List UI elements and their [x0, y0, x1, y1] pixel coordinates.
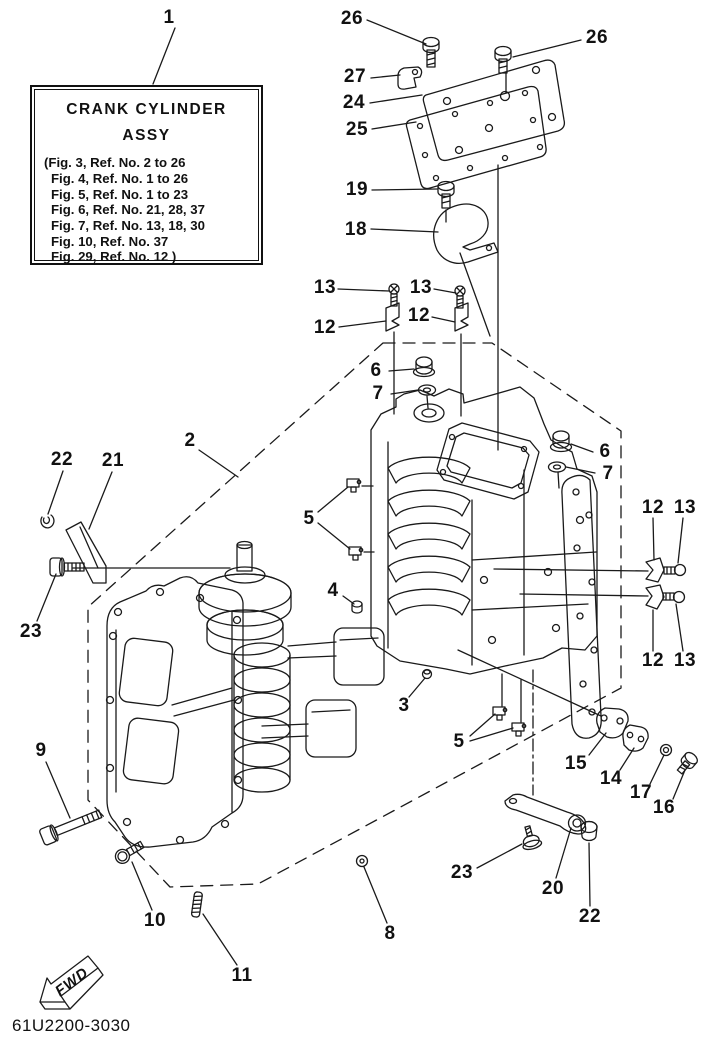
attachment-lines — [72, 567, 649, 717]
part-callout: 22 — [578, 906, 602, 927]
part-callout: 22 — [50, 449, 74, 470]
part-callout: 15 — [564, 753, 588, 774]
drawing-code: 61U2200-3030 — [12, 1016, 131, 1035]
assembly-title-line2: ASSY — [122, 126, 171, 144]
part-callout: 13 — [673, 650, 697, 671]
part-callout: 20 — [541, 878, 565, 899]
fasteners-and-small-parts — [39, 36, 698, 918]
part-callout: 17 — [629, 782, 653, 803]
part-callout: 7 — [602, 463, 614, 484]
part-callout: 24 — [342, 92, 366, 113]
figure-reference: (Fig. 3, Ref. No. 2 to 26 — [44, 155, 186, 171]
crankshaft-assembly — [198, 540, 385, 793]
part-callout: 3 — [398, 695, 410, 716]
part-callout: 2 — [184, 430, 196, 451]
leader-lines — [36, 19, 686, 966]
part-callout: 11 — [231, 965, 253, 986]
part-callout: 19 — [345, 179, 369, 200]
part-callout: 8 — [384, 923, 396, 944]
figure-reference: Fig. 6, Ref. No. 21, 28, 37 — [51, 202, 205, 218]
part-callout: 12 — [641, 650, 665, 671]
part-callout: 12 — [313, 317, 337, 338]
part-callout: 9 — [35, 740, 47, 761]
part-callout: 5 — [453, 731, 465, 752]
cover-plate-and-gasket — [397, 59, 566, 190]
crankcase-half — [105, 576, 244, 848]
part-callout: 10 — [143, 910, 167, 931]
assembly-title-line1: CRANK CYLINDER — [66, 101, 227, 118]
part-callout: 13 — [313, 277, 337, 298]
part-callout: 7 — [372, 383, 384, 404]
assembly-info-box-inner: CRANK CYLINDER ASSY (Fig. 3, Ref. No. 2 … — [34, 89, 259, 264]
part-callout: 1 — [163, 7, 175, 28]
figure-reference: Fig. 5, Ref. No. 1 to 23 — [51, 186, 189, 202]
part-callout: 6 — [599, 441, 611, 462]
part-callout: 23 — [19, 621, 43, 642]
part-callout: 13 — [673, 497, 697, 518]
part-callout: 21 — [101, 450, 125, 471]
part-callout: 25 — [345, 119, 369, 140]
part-callout: 27 — [343, 66, 367, 87]
part-callout: 26 — [585, 27, 609, 48]
figure-reference: Fig. 10, Ref. No. 37 — [51, 233, 169, 249]
part-callout: 14 — [599, 768, 623, 789]
part-callout: 26 — [340, 8, 364, 29]
part-callout: 16 — [652, 797, 676, 818]
figure-reference-list: (Fig. 3, Ref. No. 2 to 26 Fig. 4, Ref. N… — [35, 155, 258, 265]
part-callout: 12 — [407, 305, 431, 326]
figure-reference: Fig. 4, Ref. No. 1 to 26 — [51, 170, 189, 186]
part-callout: 18 — [344, 219, 368, 240]
fwd-arrow — [39, 955, 104, 1010]
part-callout: 13 — [409, 277, 433, 298]
part-callout: 12 — [641, 497, 665, 518]
part-callout: 4 — [327, 580, 339, 601]
figure-reference: Fig. 29, Ref. No. 12 ) — [51, 249, 177, 265]
assembly-info-box: CRANK CYLINDER ASSY (Fig. 3, Ref. No. 2 … — [30, 85, 263, 265]
part-callout: 5 — [303, 508, 315, 529]
part-callout: 6 — [370, 360, 382, 381]
part-callout: 23 — [450, 862, 474, 883]
figure-reference: Fig. 7, Ref. No. 13, 18, 30 — [51, 217, 205, 233]
cylinder-block-half — [370, 386, 602, 739]
construction-lines — [361, 71, 560, 796]
assembly-boundary-dashed — [87, 342, 622, 888]
